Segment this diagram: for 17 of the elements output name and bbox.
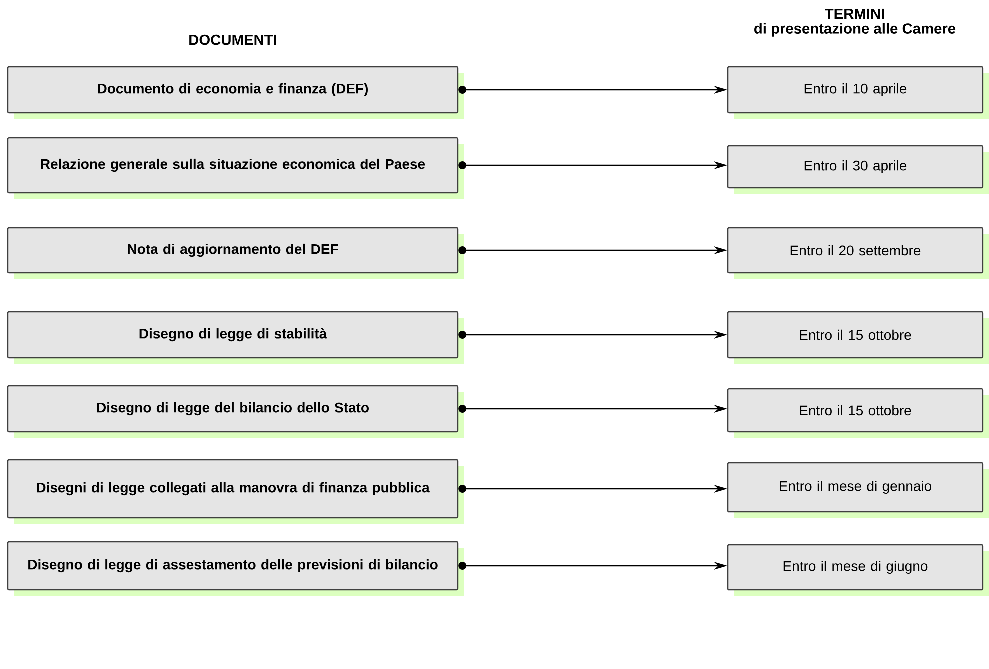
deadline-box: Entro il 15 ottobre [727, 388, 989, 438]
document-box: Disegno di legge di assestamento delle previsioni di bilancio [7, 541, 464, 596]
document-box: Nota di aggiornamento del DEF [7, 227, 464, 279]
deadline-box: Entro il mese di gennaio [727, 462, 989, 518]
deadline-box: Entro il 30 aprile [727, 145, 989, 194]
document-box: Disegno di legge di stabilità [7, 311, 464, 364]
document-box: Disegni di legge collegati alla manovra di finanza pubblica [7, 459, 464, 524]
deadline-box: Entro il 20 settembre [727, 227, 989, 279]
column-heading: di presentazione alle Camere [754, 23, 956, 37]
column-heading: DOCUMENTI [190, 34, 276, 46]
deadline-box: Entro il 15 ottobre [727, 311, 989, 364]
document-box: Documento di economia e finanza (DEF) [7, 66, 464, 119]
document-box: Disegno di legge del bilancio dello Stato [7, 385, 464, 438]
deadline-box: Entro il mese di giugno [727, 544, 989, 596]
document-box: Relazione generale sulla situazione economica del Paese [7, 137, 464, 199]
deadline-box: Entro il 10 aprile [727, 66, 989, 119]
column-heading: TERMINI [825, 8, 884, 20]
